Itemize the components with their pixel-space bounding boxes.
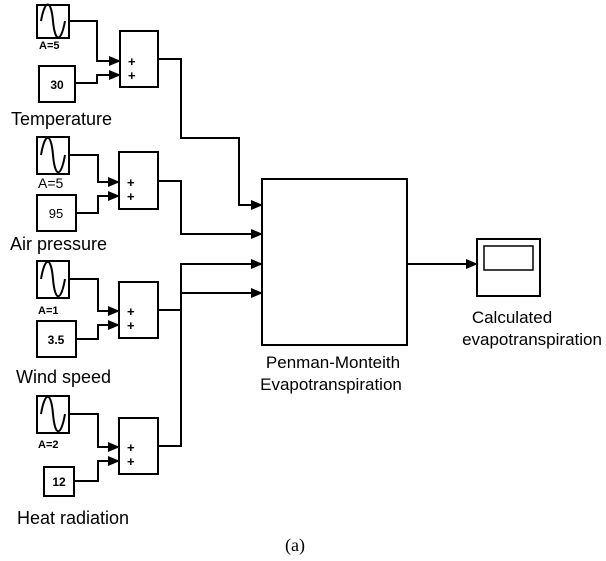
sum-plus-sign: + xyxy=(127,304,135,319)
sum-plus-sign: + xyxy=(127,440,135,455)
constant-value: 95 xyxy=(49,206,63,221)
sum-plus-sign: + xyxy=(128,68,136,83)
input-group-wind-speed: A=1 3.5 Wind speed + + xyxy=(16,260,159,387)
sum-block-heat-radiation[interactable] xyxy=(118,417,159,475)
input-label-air-pressure: Air pressure xyxy=(10,234,107,254)
scope-label-line2: evapotranspiration xyxy=(462,330,602,349)
sum-plus-sign: + xyxy=(127,454,135,469)
wire-constant-to-sum xyxy=(76,191,120,214)
constant-value: 3.5 xyxy=(48,333,65,347)
input-label-temperature: Temperature xyxy=(11,109,112,129)
sum-plus-sign: + xyxy=(127,189,135,204)
wire-constant-to-sum xyxy=(74,456,120,482)
wire-sum-wind-speed-to-model xyxy=(158,259,263,311)
wire-sine-to-sum xyxy=(69,413,120,452)
amplitude-label: A=5 xyxy=(38,175,64,191)
penman-monteith-block[interactable] xyxy=(261,178,408,346)
input-group-air-pressure: A=5 95 Air pressure + + xyxy=(10,136,159,254)
wire-sum-air-pressure-to-model xyxy=(158,180,263,239)
sine-wave-block-temperature[interactable] xyxy=(36,4,70,39)
amplitude-label: A=2 xyxy=(38,439,59,451)
sum-plus-sign: + xyxy=(127,318,135,333)
wire-sine-to-sum xyxy=(69,154,120,187)
sine-wave-icon xyxy=(40,260,66,298)
constant-value: 30 xyxy=(50,78,64,92)
wire-constant-to-sum xyxy=(76,320,120,340)
constant-block-air-pressure[interactable] xyxy=(36,194,77,232)
wire-sine-to-sum xyxy=(69,278,120,316)
scope-label-line1: Calculated xyxy=(472,308,552,327)
input-label-heat-radiation: Heat radiation xyxy=(17,508,129,528)
scope-screen-icon xyxy=(483,245,534,271)
constant-value: 12 xyxy=(52,475,66,489)
input-group-temperature: A=5 30 Temperature + + xyxy=(11,3,159,129)
sine-wave-icon xyxy=(40,3,66,39)
amplitude-label: A=5 xyxy=(39,40,60,52)
model-label-line2: Evapotranspiration xyxy=(260,375,402,394)
figure-caption: (a) xyxy=(285,535,305,556)
wire-sum-temperature-to-model xyxy=(158,58,263,210)
constant-block-wind-speed[interactable] xyxy=(36,320,77,358)
amplitude-label: A=1 xyxy=(38,305,59,317)
wire-sine-to-sum xyxy=(69,20,121,66)
wire-constant-to-sum xyxy=(75,70,121,84)
sum-block-temperature[interactable] xyxy=(119,30,159,88)
wire-sum-heat-radiation-to-model xyxy=(158,288,263,447)
sum-block-air-pressure[interactable] xyxy=(118,151,159,210)
sum-block-wind-speed[interactable] xyxy=(118,281,159,339)
sine-wave-icon xyxy=(40,395,66,433)
model-label-line1: Penman-Monteith xyxy=(266,353,400,372)
sum-plus-sign: + xyxy=(128,54,136,69)
input-group-heat-radiation: A=2 12 Heat radiation + + xyxy=(17,395,159,528)
input-label-wind-speed: Wind speed xyxy=(16,367,111,387)
sum-plus-sign: + xyxy=(127,175,135,190)
sine-wave-icon xyxy=(40,136,66,174)
